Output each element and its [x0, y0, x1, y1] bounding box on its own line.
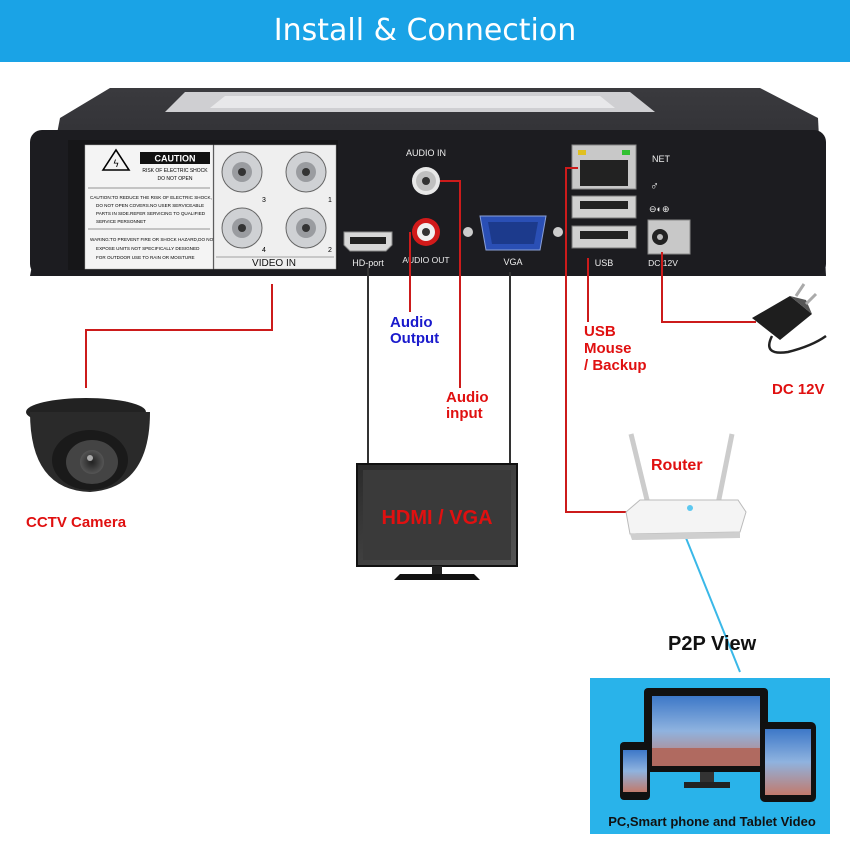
- bnc-number-1: 1: [328, 197, 332, 204]
- caution-text-1: CAUTION:TO REDUCE THE RISK OF ELECTRIC S…: [90, 195, 212, 200]
- bnc-number-4: 4: [262, 247, 266, 254]
- video-in-panel: 3 1 4 2 VIDEO IN: [213, 144, 337, 270]
- devices-caption: PC,Smart phone and Tablet Video: [608, 814, 816, 829]
- caution-subtitle-1: RISK OF ELECTRIC SHOCK: [142, 168, 208, 174]
- net-label: NET: [652, 154, 671, 164]
- usb-port-1: [571, 195, 637, 219]
- bnc-connector-1: [285, 151, 327, 193]
- bnc-connector-2: [285, 207, 327, 249]
- ethernet-port: [571, 144, 637, 190]
- connection-lines: [85, 167, 756, 673]
- audio-in-label: AUDIO IN: [406, 148, 446, 158]
- router-label: Router: [651, 457, 703, 474]
- video-in-label: VIDEO IN: [252, 258, 296, 269]
- audio-input-cable: [440, 180, 461, 388]
- audio-input-label-line2: input: [446, 405, 483, 422]
- warning-text-2: EXPOSE UNITS NOT SPECIFICALLY DESIGNED: [96, 246, 200, 251]
- power-adapter-icon: [752, 283, 827, 354]
- bnc-connector-3: [221, 151, 263, 193]
- audio-out-label: AUDIO OUT: [402, 255, 449, 265]
- caution-label: ϟ CAUTION RISK OF ELECTRIC SHOCK DO NOT …: [84, 144, 216, 270]
- warning-text-3: FOR OUTDOOR USE TO RAIN OR MOISTURE: [96, 255, 195, 260]
- polarity-symbol-icon: ⊖◐⊕: [649, 204, 670, 214]
- power-cable: [661, 252, 756, 323]
- bnc-number-3: 3: [262, 197, 266, 204]
- audio-input-label-line1: Audio: [446, 389, 489, 406]
- dc-12v-callout: DC 12V: [772, 381, 825, 398]
- hdmi-vga-monitor-label: HDMI / VGA: [381, 507, 492, 529]
- usb-callout-line1: USB: [584, 323, 616, 340]
- hdmi-port: [343, 231, 393, 252]
- caution-text-2: DO NOT OPEN COVERS.NO USER SERVICEABLE: [96, 203, 204, 208]
- page-title: Install & Connection: [273, 13, 577, 48]
- camera-cable: [85, 284, 273, 388]
- dc-12v-port-label: DC 12V: [648, 258, 678, 268]
- usb-callout-line2: Mouse: [584, 340, 632, 357]
- monitor-icon: [356, 463, 518, 580]
- caution-text-3: PARTS IN SIDE.REFER SERVICING TO QUALIFI…: [96, 211, 206, 216]
- router-icon: [625, 433, 747, 540]
- caution-title: CAUTION: [155, 154, 196, 164]
- bnc-connector-4: [221, 207, 263, 249]
- caution-subtitle-2: DO NOT OPEN: [158, 176, 193, 182]
- devices-panel: [590, 678, 830, 834]
- cctv-camera-icon: [26, 398, 150, 492]
- caution-text-4: SERVICE PERSONNET: [96, 219, 146, 224]
- usb-callout-line3: / Backup: [584, 357, 647, 374]
- network-cable: [565, 167, 634, 513]
- warning-text-1: WARING:TO PREVENT FIRE OR SHOCK HAZARD,D…: [90, 237, 216, 242]
- p2p-link: [685, 537, 741, 673]
- audio-in-jack: [412, 167, 440, 195]
- audio-output-label-line1: Audio: [390, 314, 433, 331]
- audio-out-jack: [412, 218, 440, 246]
- header-banner: Install & Connection: [0, 0, 850, 62]
- p2p-view-label: P2P View: [668, 633, 757, 655]
- cctv-camera-label: CCTV Camera: [26, 514, 127, 531]
- audio-output-label-line2: Output: [390, 330, 439, 347]
- usb-label: USB: [595, 258, 614, 268]
- caution-bolt-icon: ϟ: [113, 159, 120, 170]
- hd-port-label: HD-port: [352, 258, 384, 268]
- bnc-number-2: 2: [328, 247, 332, 254]
- usb-port-2: [571, 225, 637, 249]
- vga-port: [463, 215, 563, 251]
- mouse-symbol-icon: ♂: [650, 179, 659, 193]
- vga-label: VGA: [503, 257, 522, 267]
- dc-power-jack: [647, 219, 691, 255]
